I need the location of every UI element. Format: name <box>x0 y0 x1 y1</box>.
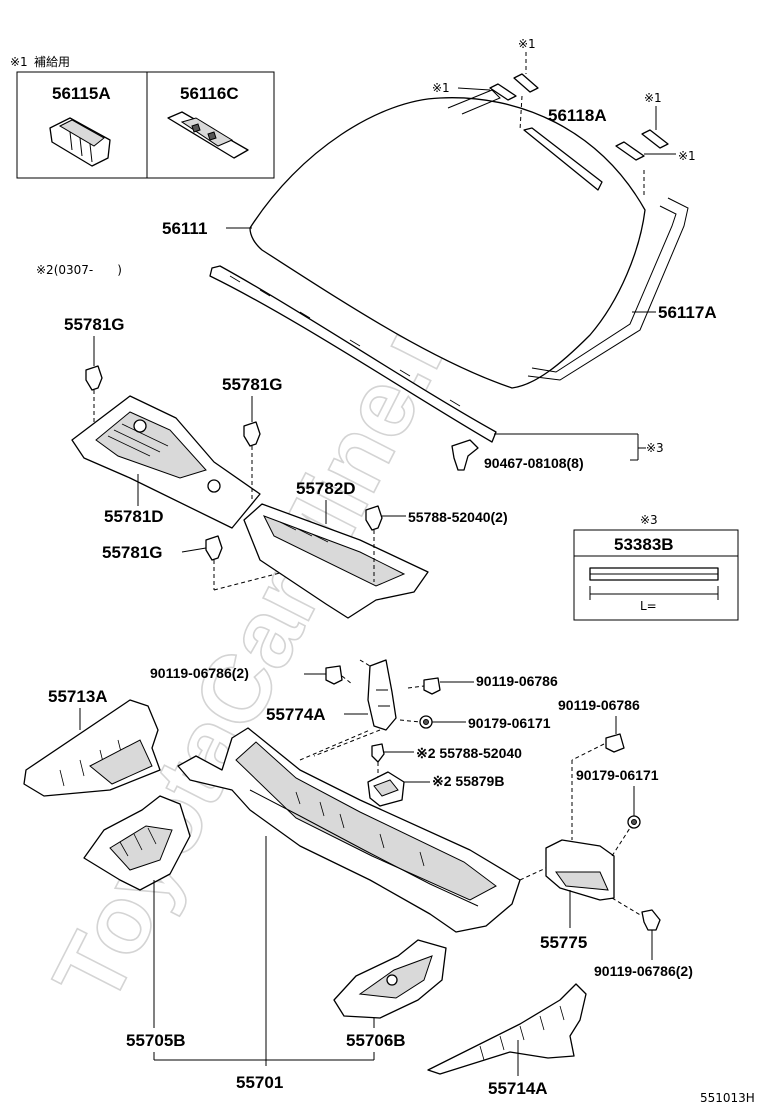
part-55781g-label-b: 55781G <box>222 375 283 394</box>
moulding-56117a: 56117A <box>447 89 717 381</box>
fasteners-top: 90119-06786(2) 90119-06786 <box>150 665 558 695</box>
mark3-label: ※3 <box>646 441 664 455</box>
part-55775-label: 55775 <box>540 933 587 952</box>
bracket-55774a: 55774A 90179-06171 <box>266 659 551 757</box>
part-90179-a-label: 90179-06171 <box>468 715 551 731</box>
spacer-56116c-drawing <box>167 111 249 159</box>
glass-lower-strip <box>209 265 497 443</box>
part-55713a-label: 55713A <box>48 687 108 706</box>
part-55782d-label: 55782D <box>296 479 356 498</box>
part-90119-b-label: 90119-06786 <box>558 697 640 713</box>
callout-53383b: ※3 53383B L= <box>573 513 739 621</box>
part-55781g-label-c: 55781G <box>102 543 163 562</box>
cowl-side-55781d: 55781G 55781D 55781G 55781G <box>64 315 339 591</box>
mark1-right-top: ※1 <box>644 91 662 105</box>
supply-clips-top: ※1 ※1 ※1 ※1 <box>432 37 696 196</box>
strip-56118a: 56118A <box>523 106 607 191</box>
clip-56115a-drawing <box>49 117 111 167</box>
part-55788-52040-2-label: 55788-52040(2) <box>408 509 508 525</box>
bracket-55775-group: 90119-06786 90179-06171 55775 90119-0678… <box>519 697 693 979</box>
part-56115a-label: 56115A <box>52 84 111 103</box>
part-53383b-label: 53383B <box>614 535 674 554</box>
length-label: L= <box>640 599 657 613</box>
part-55706b-label: 55706B <box>346 1031 406 1050</box>
part-55788-note2-label: ※2 55788-52040 <box>416 745 522 761</box>
part-90119-2-top-label: 90119-06786(2) <box>150 665 249 681</box>
part-55781d-label: 55781D <box>104 507 164 526</box>
cowl-vent-55782d: 55782D 55788-52040(2) <box>243 479 508 619</box>
mark1-right-bottom: ※1 <box>678 149 696 163</box>
callout-mark3: ※3 <box>640 513 658 527</box>
cowl-panel-55701 <box>177 727 521 933</box>
supply-note-text: 補給用 <box>34 55 70 69</box>
diagram-code: 551013H <box>700 1091 755 1105</box>
part-90179-b-label: 90179-06171 <box>576 767 659 783</box>
supply-note-mark: ※1 <box>10 55 28 69</box>
part-90119-a-label: 90119-06786 <box>476 673 558 689</box>
bracket-55713a: 55713A <box>23 687 161 797</box>
bracket-55714a: 55714A <box>427 983 587 1098</box>
part-56111-label: 56111 <box>162 219 207 238</box>
part-55781g-label-a: 55781G <box>64 315 125 334</box>
part-55714a-label: 55714A <box>488 1079 548 1098</box>
part-90467-label: 90467-08108(8) <box>484 455 584 471</box>
note-2: ※2(0307- ) <box>36 263 122 277</box>
part-55879b-label: ※2 55879B <box>432 773 504 789</box>
supply-box: ※1 補給用 56115A 56116C <box>10 55 275 179</box>
mark1-top: ※1 <box>518 37 536 51</box>
part-56118a-label: 56118A <box>548 106 607 125</box>
part-55705b-label: 55705B <box>126 1031 186 1050</box>
part-56116c-label: 56116C <box>180 84 239 103</box>
clip-55788-and-55879b: ※2 55788-52040 ※2 55879B <box>367 743 522 807</box>
part-90119-2-bottom-label: 90119-06786(2) <box>594 963 693 979</box>
mark1-left: ※1 <box>432 81 450 95</box>
part-55774a-label: 55774A <box>266 705 326 724</box>
windshield-glass: 56111 <box>162 97 646 389</box>
part-56117a-label: 56117A <box>658 303 717 322</box>
part-55701-label: 55701 <box>236 1073 283 1092</box>
clip-90467: 90467-08108(8) ※3 <box>451 433 664 471</box>
support-55705b: 55705B <box>83 795 191 1050</box>
support-55706b: 55706B <box>333 939 447 1050</box>
assembly-55701-bracket: 55701 <box>153 836 375 1092</box>
